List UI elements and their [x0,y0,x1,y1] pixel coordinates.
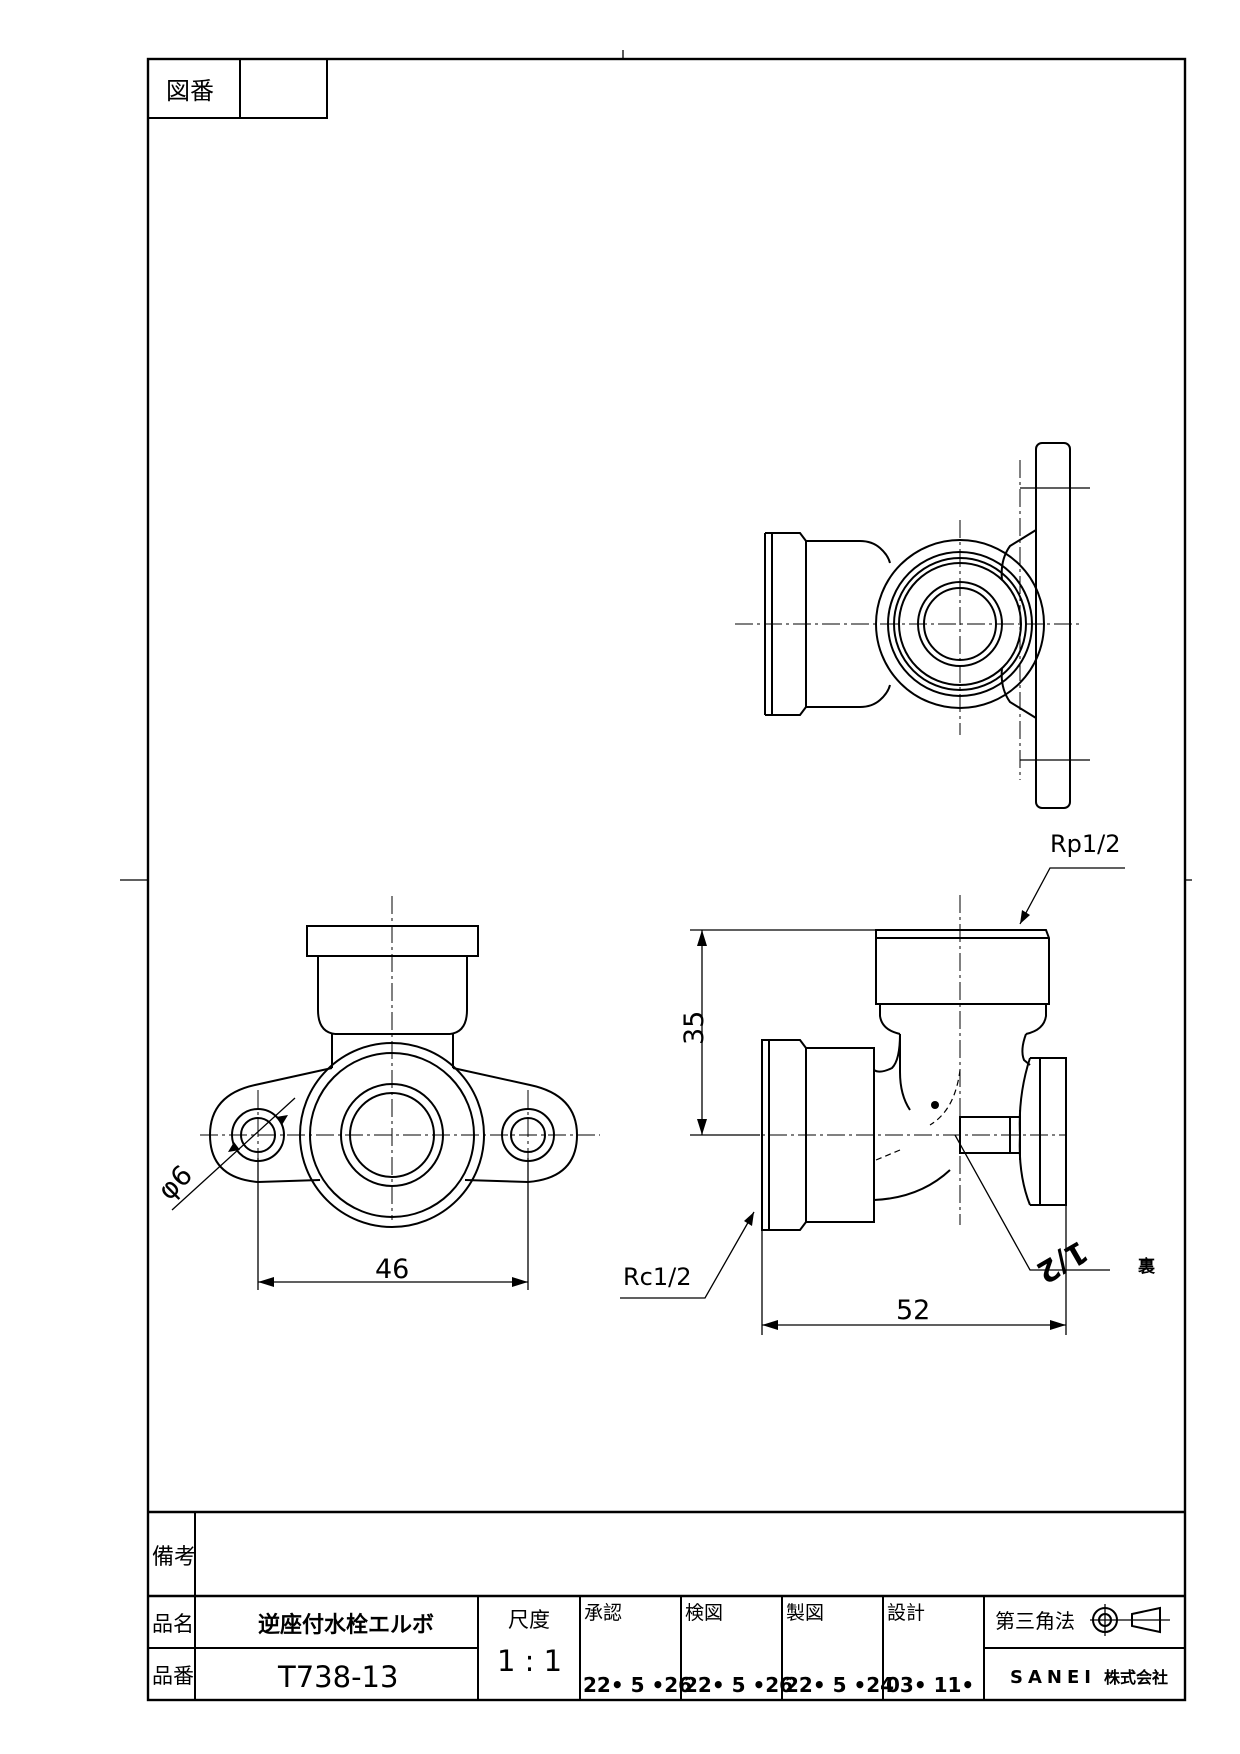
thread-rc-label: Rc1/2 [623,1263,692,1291]
drawing-number-label: 図番 [166,77,214,105]
approval-date: 22• 5 •26 [583,1673,692,1697]
design-date: 03• 11• [886,1673,974,1697]
third-angle-projection-icon [1090,1604,1170,1636]
top-view [735,442,1090,809]
projection-label: 第三角法 [995,1609,1075,1633]
front-view [171,896,600,1290]
company-name: SANEI [1010,1667,1096,1688]
approval-label: 承認 [584,1602,622,1624]
drafted-date: 22• 5 •24 [785,1673,894,1697]
width-46-label: 46 [375,1254,409,1285]
drafted-label: 製図 [786,1602,824,1624]
scale-label: 尺度 [508,1608,550,1632]
sheet-frame [120,50,1192,1702]
drawing-number-box: 図番 [147,58,328,119]
title-block [148,1510,1185,1700]
remarks-label: 備考 [152,1545,196,1570]
code-label: 品番 [152,1664,194,1688]
company-suffix: 株式会社 [1104,1668,1168,1687]
product-name: 逆座付水栓エルボ [258,1612,434,1638]
height-35-label: 35 [679,1011,710,1045]
scale-value: 1 : 1 [497,1644,562,1678]
thread-back-label: 1/2 [1030,1233,1093,1290]
product-code: T738-13 [277,1660,398,1694]
check-label: 検図 [685,1602,723,1624]
side-view [620,867,1125,1335]
name-label: 品名 [152,1612,194,1636]
hole-diameter-label: φ6 [152,1160,199,1207]
design-label: 設計 [887,1602,925,1624]
width-52-label: 52 [896,1295,930,1326]
check-date: 22• 5 •26 [684,1673,793,1697]
thread-rp-label: Rp1/2 [1050,830,1121,858]
thread-back-mark: 裏 [1137,1256,1156,1277]
